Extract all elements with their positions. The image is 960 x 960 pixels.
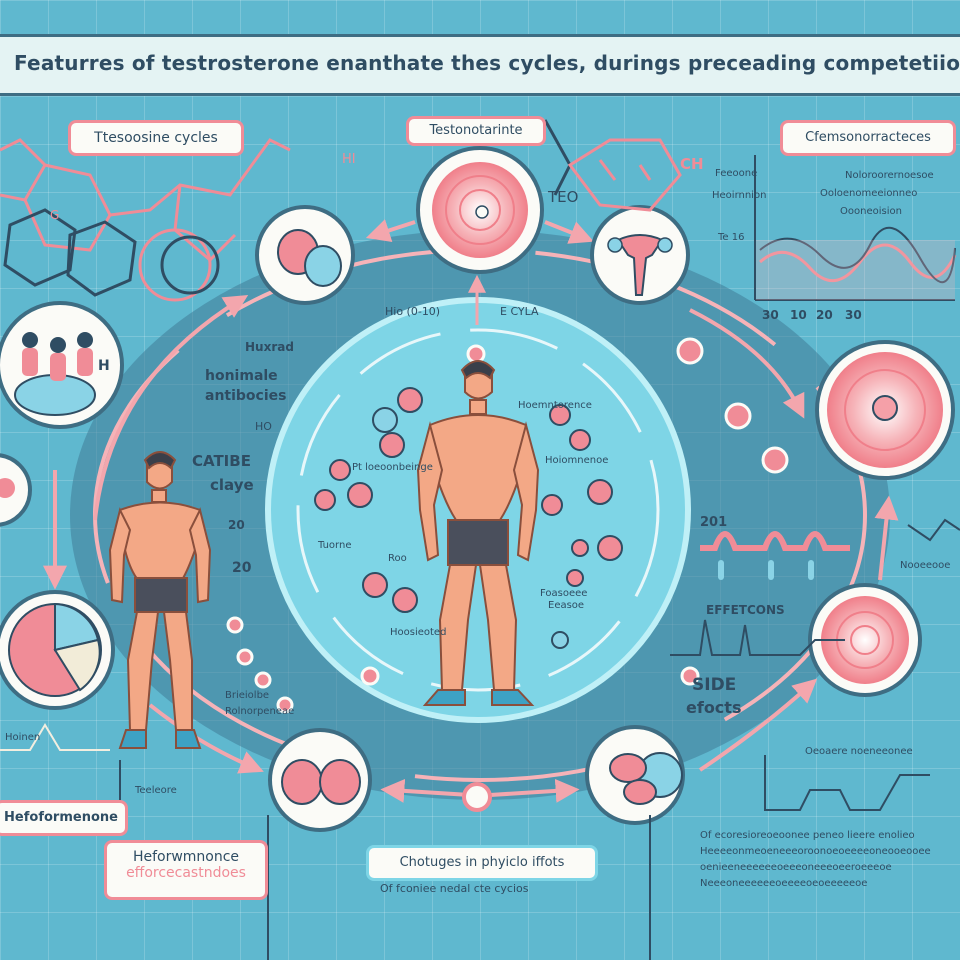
title-banner: Featurres of testrosterone enanthate the…: [0, 34, 960, 96]
paragraph-line-4: Neeeoneeeeeeoeeeeoeoeeeeeoe: [700, 878, 868, 889]
node-caption-10: Rolnorpeneae: [225, 706, 295, 717]
node-left-people: [0, 301, 124, 429]
chart-note-2: Heoirnnion: [712, 190, 767, 201]
label-hefoformenone: Hefoformenone: [0, 800, 128, 836]
cycle-arrow-bottom-r: [489, 778, 580, 803]
node-top-center: [416, 146, 544, 274]
cycle-arrow-bottom: [380, 778, 471, 803]
text-20b: 20: [232, 560, 252, 576]
molecule-left-rings: [3, 208, 220, 302]
node-caption-6: Hoosieoted: [390, 627, 447, 638]
cycle-arrow-bottom-left: [148, 703, 264, 774]
node-bottom-right-big: [808, 583, 922, 697]
text-right-small: Nooeeooe: [900, 560, 951, 571]
text-effects: efocts: [686, 698, 742, 717]
label-testonotarinte: Testonotarinte: [406, 116, 546, 146]
text-catibe: CATIBE: [192, 452, 251, 470]
chart-top-right: [754, 155, 957, 301]
text-ecyla: E CYLA: [500, 305, 539, 318]
node-bottom-right: [585, 725, 685, 825]
node-left-pie: [0, 590, 115, 710]
cycle-arrow-top-right: [544, 220, 594, 244]
bottom-junction: [462, 782, 492, 812]
node-caption-1: Hoemntorence: [518, 400, 592, 411]
node-top-right: [590, 205, 690, 305]
text-teo: TEO: [548, 188, 579, 206]
label-performance-line2: efforcecastndoes: [126, 865, 246, 881]
chart-note-right-3: Oooneoision: [840, 206, 902, 217]
text-side: SIDE: [692, 675, 737, 695]
node-caption-3: Hoiomnenoe: [545, 455, 609, 466]
text-hio: Hio (0-10): [385, 305, 441, 318]
text-hi-top: HI: [342, 152, 356, 167]
text-left-small-1: Hoinen: [5, 732, 41, 743]
text-g: G: [50, 208, 60, 222]
node-caption-9: Brieiolbe: [225, 690, 270, 701]
chart-right-pulses: [670, 518, 960, 656]
paragraph-line-1: Of ecoresioreoeoonee peneo lieere enolie…: [700, 830, 915, 841]
text-ho: HO: [255, 420, 272, 433]
text-antibodies: antibocies: [205, 388, 287, 404]
text-20a: 20: [228, 518, 245, 532]
text-axis-30b: 30: [845, 308, 862, 322]
chart-note-3: Te 16: [718, 232, 745, 243]
chart-note-right-1: Noloroorernoesoe: [845, 170, 934, 181]
chart-note-1: Feeoone: [715, 168, 758, 179]
chart-bottom-right: [764, 755, 930, 811]
paragraph-line-3: oenieeneeeeeeoeeeoneeeoeeroeeeoe: [700, 862, 892, 873]
node-caption-8: Eeasoe: [548, 600, 585, 611]
page-title: Featurres of testrosterone enanthate the…: [14, 51, 960, 75]
text-axis-20: 20: [816, 308, 833, 322]
central-inner-ring: [296, 328, 660, 692]
label-changes-physical-effects: Chotuges in phyiclo iffots: [366, 845, 598, 881]
chart-left-bottom: [0, 723, 110, 751]
label-ttesoosine-cycles: Ttesoosine cycles: [68, 120, 244, 156]
paragraph-line-2: Heeeeonmeoeneeeoroonoeoeeeeoneooeooee: [700, 846, 931, 857]
label-performance-line1: Heforwmnonce: [132, 849, 240, 865]
cycle-arrow-right-down: [689, 308, 805, 419]
cycle-arrow-right-up: [874, 495, 899, 581]
node-right: [815, 340, 955, 480]
text-ch: CH: [680, 155, 704, 173]
node-bottom-left: [268, 728, 372, 832]
text-honimale: honimale: [205, 368, 278, 384]
cycle-arrow-left-up: [93, 294, 249, 521]
text-201: 201: [700, 515, 728, 530]
label-cfemsonorracteces: Cfemsonorracteces: [780, 120, 956, 156]
node-top-left: [255, 205, 355, 305]
central-node-dots: [226, 337, 789, 714]
text-bottom-right-head: Oeoaere noeneeonee: [805, 746, 913, 757]
paragraph-bottom-right: Of ecoresioreoeoonee peneo lieere enolie…: [700, 828, 955, 892]
text-claye: claye: [210, 476, 254, 494]
text-left-small-2: Teeleore: [135, 785, 177, 796]
text-axis-10: 10: [790, 308, 807, 322]
text-hunnad: Huxrad: [245, 340, 294, 354]
text-axis-30: 30: [762, 308, 779, 322]
athlete-center: [416, 360, 540, 706]
text-effetcons: EFFETCONS: [706, 603, 785, 617]
label-performance-box: Heforwmnonce efforcecastndoes: [104, 840, 268, 900]
molecule-left: [0, 138, 291, 263]
chart-note-right-2: Ooloenomeeionneo: [820, 188, 918, 199]
cycle-arrow-bottom-right: [698, 678, 818, 772]
node-caption-2: Pt loeoonbeinge: [352, 462, 433, 473]
text-h: H: [98, 358, 110, 374]
node-left-small: [0, 453, 32, 527]
molecule-top: [543, 119, 682, 212]
node-caption-5: Tuorne: [318, 540, 352, 551]
athlete-left: [108, 451, 212, 749]
node-caption-7: Foasoeee: [540, 588, 588, 599]
node-caption-4: Roo: [388, 553, 407, 564]
label-changes-sub: Of fconiee nedal cte cycios: [380, 882, 529, 895]
cycle-arrow-top-left: [365, 219, 416, 242]
